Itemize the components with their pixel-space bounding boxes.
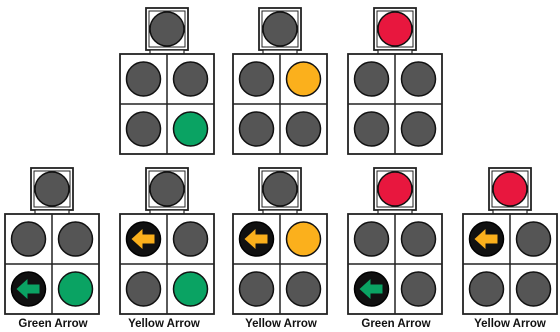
signal-bottom-1 <box>5 168 99 314</box>
lamp-4 <box>402 272 436 306</box>
head-lamp <box>263 172 297 206</box>
lamp-2 <box>174 62 208 96</box>
lamp-3 <box>355 112 389 146</box>
lamp-4 <box>517 272 551 306</box>
signal-bottom-3 <box>233 168 327 314</box>
head-lamp <box>150 12 184 46</box>
lamp-2 <box>402 222 436 256</box>
signal-bottom-5 <box>463 168 557 314</box>
head-lamp <box>263 12 297 46</box>
lamp-4 <box>287 272 321 306</box>
head-lamp <box>493 172 527 206</box>
lamp-3 <box>127 112 161 146</box>
signal-top-1 <box>120 8 214 154</box>
lamp-3 <box>127 272 161 306</box>
lamp-4 <box>174 272 208 306</box>
head-lamp <box>35 172 69 206</box>
lamp-2 <box>174 222 208 256</box>
lamp-4 <box>59 272 93 306</box>
head-lamp <box>378 172 412 206</box>
caption-bottom-1: Green Arrow <box>0 318 108 331</box>
lamp-2 <box>517 222 551 256</box>
lamp-2 <box>287 222 321 256</box>
lamp-1 <box>355 62 389 96</box>
caption-bottom-4: Green Arrow <box>341 318 451 331</box>
signal-top-3 <box>348 8 442 154</box>
lamp-3 <box>240 272 274 306</box>
lamp-1 <box>240 62 274 96</box>
caption-bottom-3: Yellow Arrow <box>226 318 336 331</box>
lamp-4 <box>174 112 208 146</box>
head-lamp <box>378 12 412 46</box>
signal-top-2 <box>233 8 327 154</box>
lamp-1 <box>355 222 389 256</box>
lamp-2 <box>59 222 93 256</box>
lamp-4 <box>402 112 436 146</box>
lamp-2 <box>287 62 321 96</box>
signal-bottom-4 <box>348 168 442 314</box>
lamp-1 <box>127 62 161 96</box>
caption-bottom-2: Yellow Arrow <box>109 318 219 331</box>
caption-bottom-5: Yellow Arrow <box>455 318 560 331</box>
lamp-4 <box>287 112 321 146</box>
lamp-3 <box>240 112 274 146</box>
lamp-2 <box>402 62 436 96</box>
lamp-3 <box>470 272 504 306</box>
signal-bottom-2 <box>120 168 214 314</box>
head-lamp <box>150 172 184 206</box>
lamp-1 <box>12 222 46 256</box>
